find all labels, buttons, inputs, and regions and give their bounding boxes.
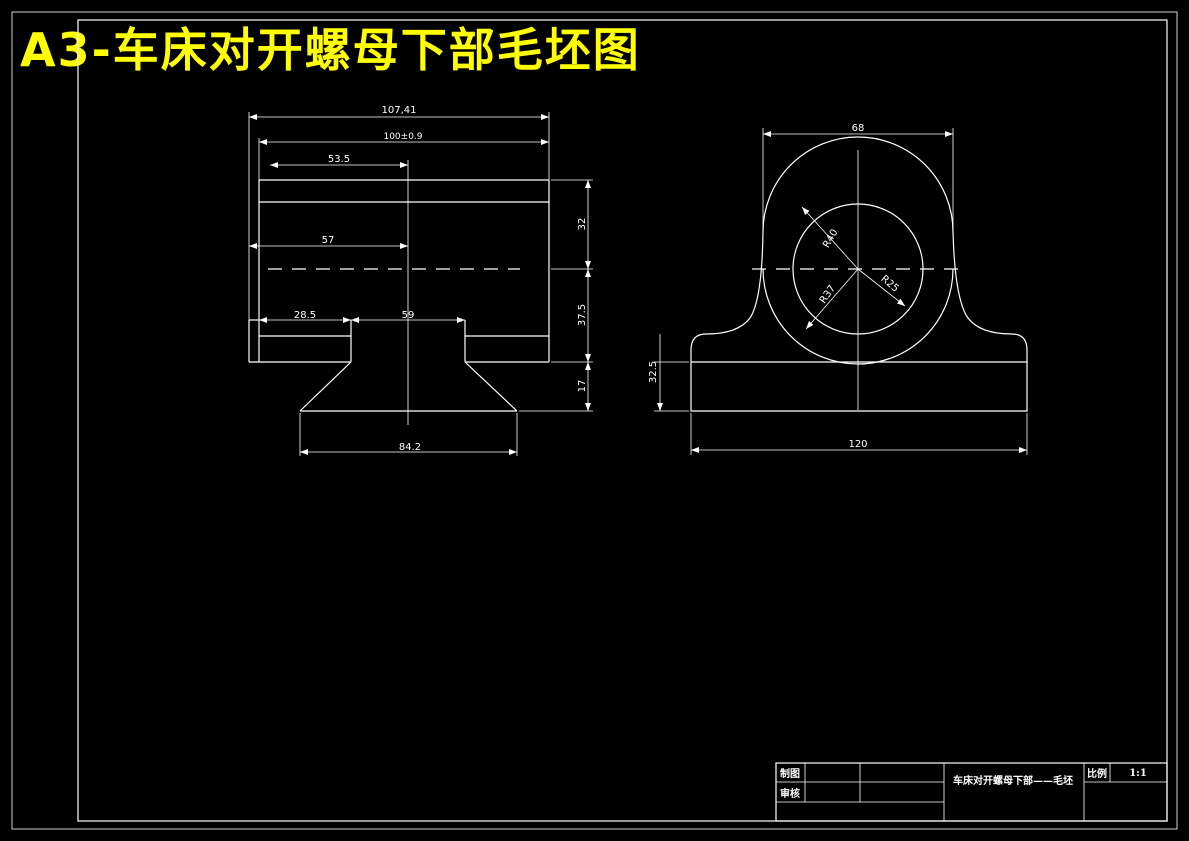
inner-border — [77, 19, 1168, 822]
side-view: 68 R40 R37 R25 32.5 120 — [648, 123, 1028, 455]
dim-radius-hole: R25 — [879, 274, 901, 295]
dim-to-center-b: 57 — [322, 235, 335, 246]
dim-height-top: 32 — [577, 218, 588, 231]
dim-base-width: 84.2 — [399, 442, 421, 453]
dim-top-width: 68 — [852, 123, 865, 134]
scale-value: 1:1 — [1129, 768, 1147, 779]
drawn-by-label: 制图 — [780, 767, 800, 780]
scale-label: 比例 — [1087, 767, 1107, 780]
dim-slot-width: 59 — [402, 310, 415, 321]
dim-base-height: 32.5 — [648, 361, 659, 383]
dim-overall-width-side: 120 — [848, 439, 867, 450]
dim-step-left: 28.5 — [294, 310, 316, 321]
dim-height-bottom: 17 — [577, 380, 588, 393]
dim-overall-width: 107,41 — [382, 105, 417, 116]
outer-border — [11, 11, 1178, 830]
dim-height-mid: 37.5 — [577, 304, 588, 326]
dim-to-center-a: 53.5 — [328, 154, 350, 165]
title-block: 制图 审核 车床对开螺母下部——毛坯 比例 1:1 — [775, 762, 1168, 822]
part-name: 车床对开螺母下部——毛坯 — [953, 774, 1073, 787]
dim-radius-inner: R37 — [818, 283, 838, 305]
drawing-title: A3-车床对开螺母下部毛坯图 — [20, 23, 641, 77]
checked-by-label: 审核 — [780, 787, 800, 800]
dim-width-tolerance: 100±0.9 — [383, 132, 422, 142]
front-view: 107,41 100±0.9 53.5 57 28.5 59 84.2 32 3… — [248, 105, 593, 456]
